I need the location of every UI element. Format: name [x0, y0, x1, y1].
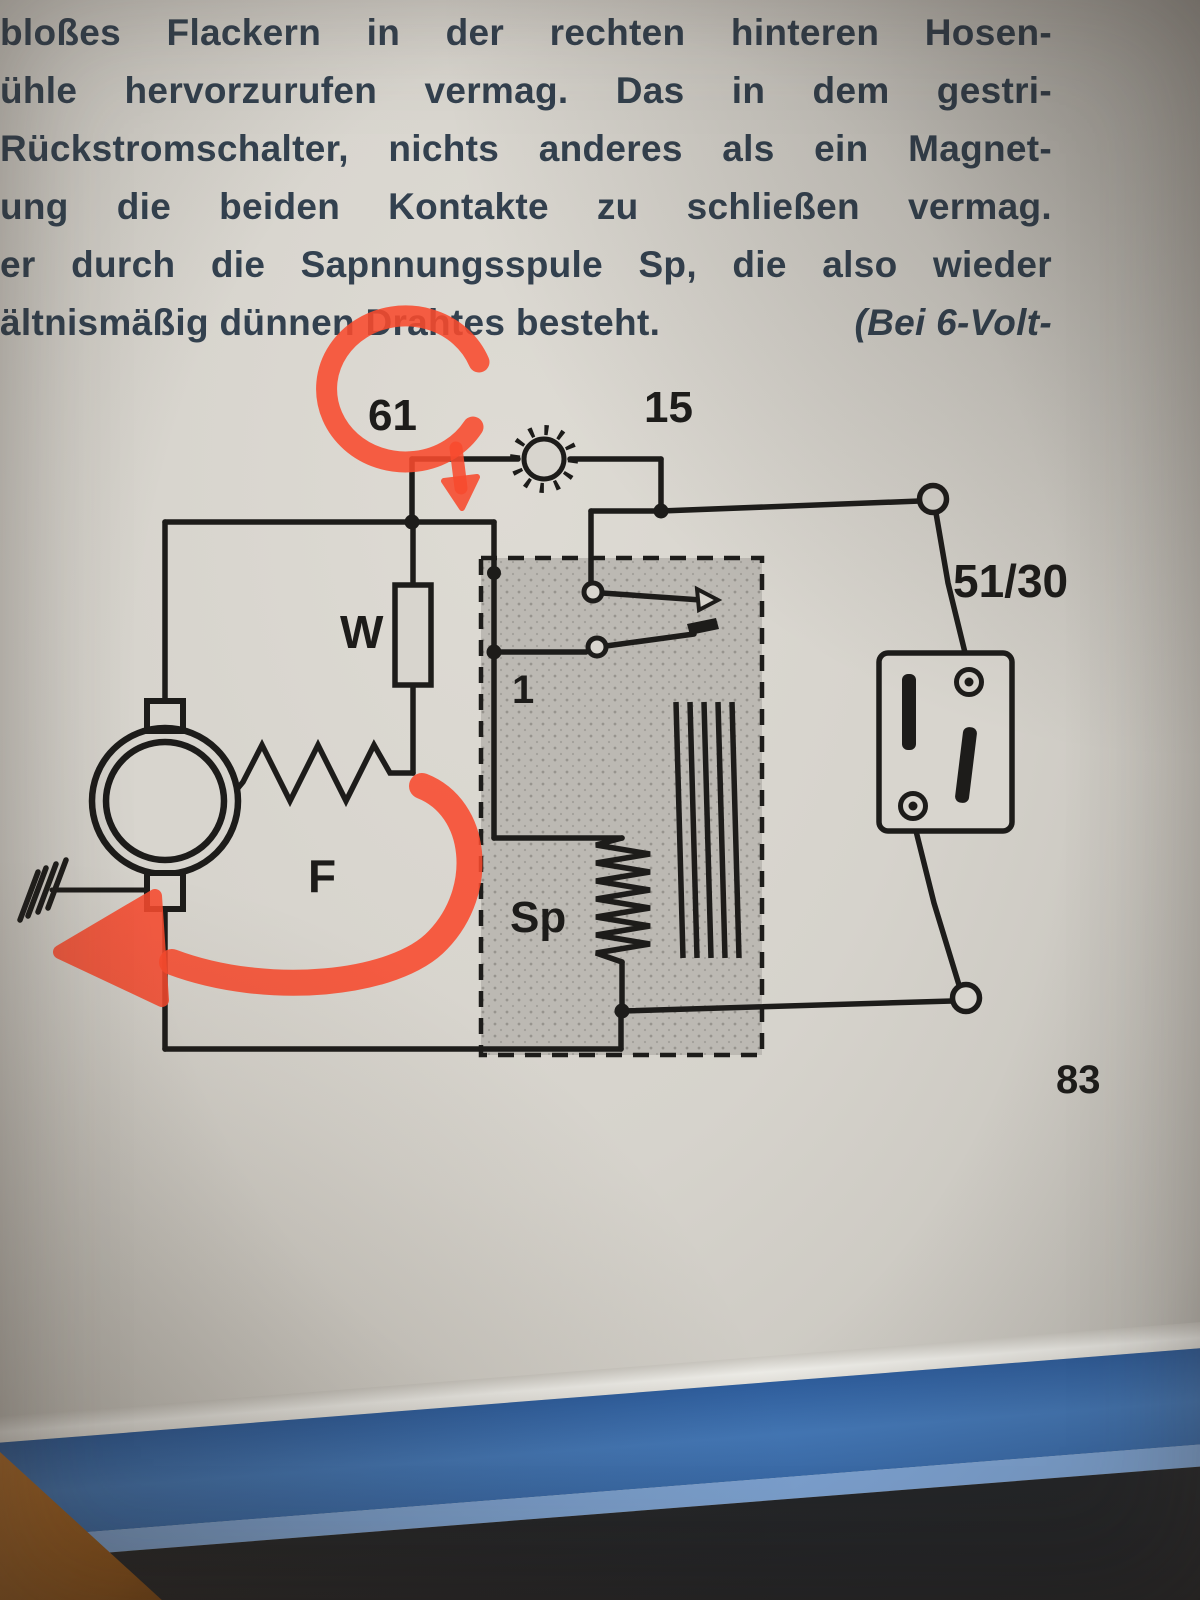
- red-marker-annotations: [53, 305, 490, 1007]
- label-field-f: F: [308, 850, 336, 902]
- relay-contacts: [581, 580, 723, 659]
- circuit-wires: [49, 456, 972, 1052]
- label-junction-1: 1: [512, 668, 534, 712]
- battery-terminals: [916, 482, 983, 1015]
- text-line: ung die beiden Kontakte zu schließen ver…: [0, 186, 1052, 227]
- terminal-block-51-30: [876, 650, 1015, 834]
- label-coil-sp: Sp: [510, 893, 566, 942]
- red-marker-circle: [316, 305, 490, 473]
- text-line: ältnismäßig dünnen Drahtes besteht. (Bei…: [0, 294, 1052, 352]
- text-line-part: ältnismäßig dünnen Drahtes besteht.: [0, 302, 661, 343]
- generator-symbol: [88, 698, 242, 912]
- page-number: 83: [1056, 1058, 1101, 1102]
- relay-core-winding: [673, 701, 742, 959]
- red-marker-curved-arrow-shaft: [159, 773, 483, 996]
- indicator-lamp-icon: [510, 425, 578, 493]
- label-terminal-61: 61: [368, 391, 417, 440]
- label-terminal-15: 15: [644, 383, 693, 432]
- red-marker-small-arrowhead: [441, 474, 480, 511]
- voltage-coil-spring: [595, 835, 651, 965]
- ground-symbol: [17, 857, 69, 923]
- text-line-part-italic: (Bei 6-Volt-: [854, 302, 1052, 343]
- text-line: er durch die Sapnnungsspule Sp, die also…: [0, 244, 1052, 285]
- text-line: ühle hervorzurufen vermag. Das in dem ge…: [0, 70, 1052, 111]
- paragraph-text: bloßes Flackern in der rechten hinteren …: [0, 4, 1052, 352]
- junction-dots: [404, 503, 669, 1019]
- label-terminal-51-30: 51/30: [953, 555, 1068, 607]
- red-marker-big-arrowhead: [53, 889, 169, 1007]
- text-line: Rückstromschalter, nichts anderes als ei…: [0, 128, 1052, 169]
- resistor-w-symbol: [392, 582, 434, 688]
- label-resistor-w: W: [340, 606, 384, 658]
- text-line: bloßes Flackern in der rechten hinteren …: [0, 12, 1052, 53]
